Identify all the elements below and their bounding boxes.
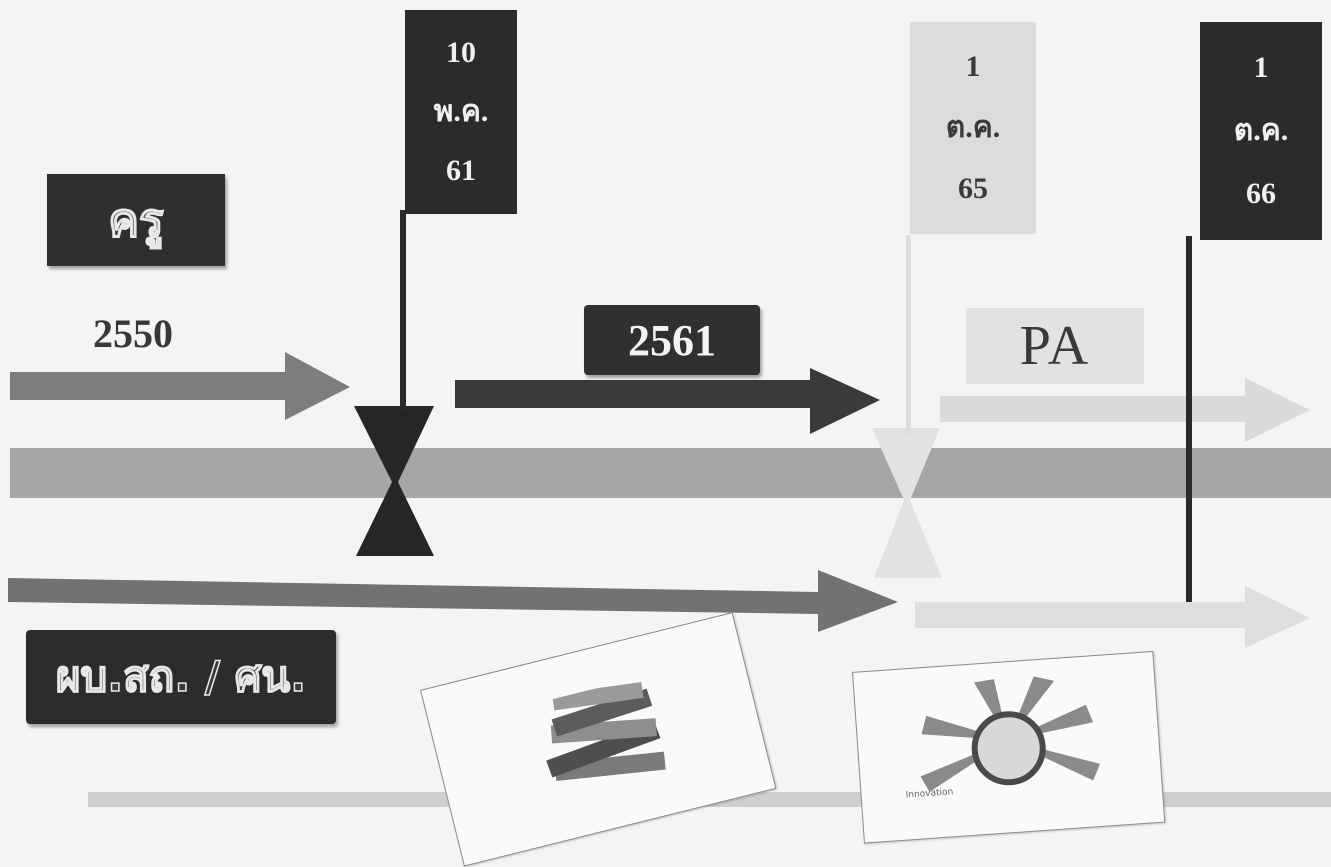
director-label-box: ผบ.สถ. / ศน. xyxy=(26,630,336,724)
flag-day: 10 xyxy=(446,36,476,70)
pa-label: PA xyxy=(1019,315,1091,377)
magnifier-idea-icon: Innovation xyxy=(905,676,1101,801)
flag-year: 66 xyxy=(1246,177,1276,211)
hourglass-marker-2561 xyxy=(354,406,434,556)
pa-box: PA xyxy=(966,308,1144,384)
arrow-pa xyxy=(940,378,1310,442)
flag-month: พ.ค. xyxy=(433,94,489,128)
arrow-director xyxy=(8,570,898,632)
year-2550-label: 2550 xyxy=(93,311,173,356)
teacher-label-box: ครู xyxy=(47,174,225,266)
flag-pole-1 xyxy=(400,210,406,410)
arrow-2561 xyxy=(455,368,880,434)
arrow-2550 xyxy=(10,352,350,420)
flag-month: ต.ค. xyxy=(1233,113,1289,147)
timeline-band xyxy=(10,448,1331,498)
flag-pole-3 xyxy=(1186,236,1192,602)
director-label: ผบ.สถ. / ศน. xyxy=(55,651,307,702)
flag-1-oct-65: 1 ต.ค. 65 xyxy=(910,22,1036,234)
flag-10-may-61: 10 พ.ค. 61 xyxy=(405,10,517,214)
innovation-photo: Innovation xyxy=(852,650,1166,844)
year-2561-box: 2561 xyxy=(584,305,760,375)
flag-month: ต.ค. xyxy=(945,110,1001,144)
year-2561-label: 2561 xyxy=(628,315,716,365)
flag-pole-2 xyxy=(906,235,911,435)
teacher-label: ครู xyxy=(107,192,164,248)
arrow-director-future xyxy=(915,586,1310,648)
books-photo xyxy=(420,612,777,867)
flag-day: 1 xyxy=(965,49,981,83)
hourglass-marker-2565 xyxy=(872,428,942,578)
books-icon xyxy=(546,681,666,781)
flag-year: 65 xyxy=(958,172,988,206)
flag-year: 61 xyxy=(446,153,476,187)
flag-day: 1 xyxy=(1253,50,1269,84)
flag-1-oct-66: 1 ต.ค. 66 xyxy=(1200,22,1322,240)
idea-caption: Innovation xyxy=(905,787,953,800)
